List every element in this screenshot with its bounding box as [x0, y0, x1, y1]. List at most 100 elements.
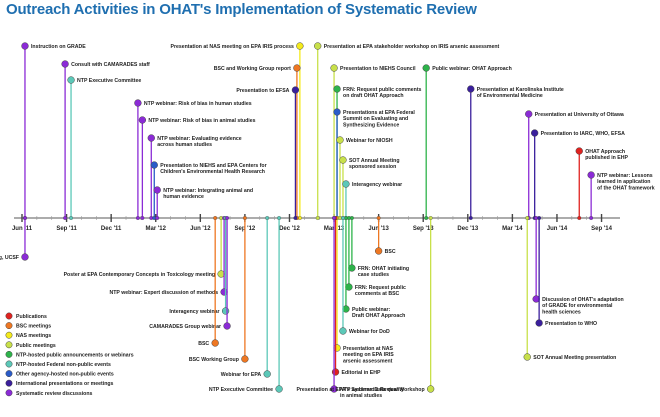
event-marker[interactable]	[61, 60, 69, 68]
event-label: Presentation at University of Ottawa	[535, 112, 624, 118]
event-marker[interactable]	[330, 385, 338, 393]
axis-dot	[213, 216, 218, 220]
event-marker[interactable]	[296, 42, 304, 50]
event-label: Presentation at EPA stakeholder workshop…	[324, 44, 500, 50]
event-marker[interactable]	[241, 355, 249, 363]
event-marker[interactable]	[339, 156, 347, 164]
legend-item-label: Other agency-hosted non-public events	[16, 372, 114, 378]
event-marker[interactable]	[339, 327, 347, 335]
event-marker[interactable]	[314, 42, 322, 50]
legend-swatch	[5, 370, 13, 378]
axis-dot	[265, 216, 270, 220]
event-marker[interactable]	[21, 253, 29, 261]
event-marker[interactable]	[150, 161, 158, 169]
event-label: SOT Annual Meeting presentation	[533, 355, 616, 361]
event-label: FRN: Request public	[355, 285, 406, 291]
axis-dot	[376, 216, 381, 220]
axis-tick-label: Sep '11	[56, 226, 77, 232]
axis-dot	[577, 216, 582, 220]
legend-swatch	[5, 360, 13, 368]
axis-dot	[424, 216, 429, 220]
event-label: Presentation at NAS meeting on EPA IRIS …	[171, 44, 294, 50]
axis-tick-label: Jun '11	[12, 226, 33, 232]
legend-item-label: BSC meetings	[16, 324, 51, 330]
event-marker[interactable]	[153, 186, 161, 194]
event-marker[interactable]	[336, 136, 344, 144]
legend-item-label: NTP-hosted Federal non-public events	[16, 362, 111, 368]
event-label: NTP Executive Committee	[77, 78, 141, 84]
event-label: NTP webinar: Risk of bias in animal stud…	[148, 118, 255, 124]
event-marker[interactable]	[223, 322, 231, 330]
event-marker[interactable]	[535, 319, 543, 327]
event-marker[interactable]	[467, 85, 475, 93]
event-label: SOT Annual Meeting	[349, 158, 400, 164]
event-marker[interactable]	[531, 129, 539, 137]
event-marker[interactable]	[147, 134, 155, 142]
event-marker[interactable]	[263, 370, 271, 378]
axis-dot	[428, 216, 433, 220]
figure-title: Outreach Activities in OHAT's Implementa…	[6, 1, 477, 18]
axis-tick-label: Dec '13	[457, 226, 478, 232]
event-label: Presentation at Karolinska Institute	[477, 87, 564, 93]
event-marker[interactable]	[523, 353, 531, 361]
event-marker[interactable]	[333, 108, 341, 116]
legend-swatch	[5, 379, 13, 387]
event-label: meeting on EPA IRIS	[343, 352, 394, 358]
event-label: comments at BSC	[355, 291, 400, 297]
event-label: Summit on Evaluating and	[343, 116, 408, 122]
event-marker[interactable]	[134, 99, 142, 107]
event-label: Webinar for NIOSH	[346, 138, 393, 144]
event-marker[interactable]	[293, 64, 301, 72]
event-label: Presentation at Navigation Guide Meeting…	[0, 255, 19, 261]
axis-dot	[293, 216, 298, 220]
legend-swatch	[5, 350, 13, 358]
event-marker[interactable]	[275, 385, 283, 393]
event-label: NTP webinar: Integrating animal and	[163, 188, 253, 194]
event-marker[interactable]	[331, 368, 340, 376]
event-marker[interactable]	[21, 42, 29, 50]
event-label: NTP webinar: Data quality	[340, 387, 404, 393]
event-marker[interactable]	[221, 307, 230, 315]
event-label: NTP webinar: Lessons	[597, 173, 653, 179]
event-marker[interactable]	[330, 64, 338, 72]
event-label: Webinar for EPA	[221, 372, 262, 378]
event-marker[interactable]	[587, 171, 595, 179]
event-label: of the OHAT framework	[597, 185, 655, 191]
event-label: Presentation to WHO	[545, 321, 597, 327]
axis-dot	[277, 216, 282, 220]
event-marker[interactable]	[333, 85, 341, 93]
event-marker[interactable]	[525, 110, 533, 118]
legend-swatch	[5, 331, 13, 339]
event-marker[interactable]	[422, 64, 430, 72]
event-marker[interactable]	[374, 247, 383, 255]
legend-item-label: NAS meetings	[16, 333, 51, 339]
axis-dot	[155, 216, 160, 220]
event-label: human evidence	[163, 194, 204, 200]
event-marker[interactable]	[427, 385, 435, 393]
axis-dot	[468, 216, 473, 220]
event-label: Interagency webinar	[169, 309, 219, 315]
event-label: FRN: Request public comments	[343, 87, 422, 93]
event-label: published in EHP	[585, 155, 628, 161]
axis-dot	[69, 216, 73, 220]
event-label: learned in application	[597, 179, 650, 185]
event-marker[interactable]	[138, 116, 147, 124]
event-label: Interagency webinar	[352, 182, 402, 188]
event-marker[interactable]	[291, 86, 300, 94]
axis-tick-label: Mar '14	[502, 226, 523, 232]
event-marker[interactable]	[575, 147, 583, 155]
event-marker[interactable]	[211, 339, 219, 347]
event-marker[interactable]	[67, 76, 75, 84]
axis-tick-label: Sep '14	[591, 226, 612, 232]
event-label: Instruction on GRADE	[31, 44, 86, 50]
event-label: arsenic assessment	[343, 358, 393, 364]
event-label: Presentations at EPA Federal	[343, 110, 415, 116]
event-label: Webinar for DoD	[349, 329, 390, 335]
axis-dot	[341, 216, 345, 220]
event-label: Editorial in EHP	[342, 370, 381, 376]
axis-tick-label: Jun '12	[190, 226, 211, 232]
event-label: Discussion of OHAT's adaptation	[542, 297, 624, 303]
event-label: BSC Working Group	[189, 357, 239, 363]
event-marker[interactable]	[342, 180, 350, 188]
